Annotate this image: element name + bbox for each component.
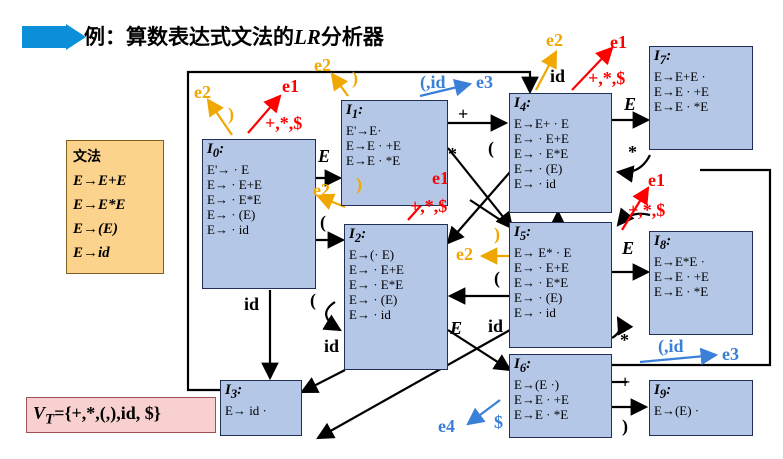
label-E: E (624, 94, 637, 114)
label-lparen: ( (310, 290, 316, 310)
edge-i2-i3 (300, 369, 346, 394)
label-id: id (324, 336, 340, 356)
label-e1: e1 (610, 32, 627, 52)
label-rparen: ) (352, 68, 358, 88)
label-rparen: ) (494, 224, 500, 244)
label-star: * (620, 330, 629, 350)
edge-loop-top (186, 70, 539, 392)
label-ops: +,*,$ (410, 196, 448, 216)
error2-arrows (206, 50, 558, 265)
edge-i2-self (322, 301, 342, 332)
label-E: E (622, 238, 635, 258)
label-rparen: ) (228, 104, 234, 124)
state-i3: I3: E→ id · (220, 380, 302, 436)
label-e2: e2 (313, 180, 330, 200)
label-e3: e3 (722, 344, 739, 364)
page-title: 例：算数表达式文法的LR分析器 (84, 25, 384, 49)
grammar-rule: E→id (73, 245, 110, 261)
label-id: id (488, 316, 504, 336)
label-ops: +,*,$ (628, 200, 666, 220)
edge-i4-i2 (446, 171, 511, 245)
error3-arrows (419, 79, 719, 426)
edge-i7-i5 (615, 154, 651, 183)
edge-i2-i6 (447, 329, 512, 372)
label-rparen: ) (622, 416, 628, 436)
label-ops: +,*,$ (588, 68, 626, 88)
label-dollar: $ (494, 412, 503, 432)
label-e2: e2 (456, 244, 473, 264)
label-ops: +,*,$ (265, 113, 303, 133)
grammar-heading: 文法 (73, 149, 101, 165)
label-e1: e1 (282, 76, 299, 96)
edge-cross (469, 199, 509, 226)
label-e1: e1 (432, 168, 449, 188)
label-star: * (628, 142, 637, 162)
label-e2: e2 (546, 30, 563, 50)
title-arrow-icon (22, 24, 86, 50)
edge-i5-i3 (316, 329, 511, 440)
label-plus: + (620, 372, 631, 392)
label-e3: e3 (476, 72, 493, 92)
label-E: E (450, 318, 463, 338)
label-e4: e4 (438, 416, 455, 436)
label-lparen: ( (320, 212, 326, 232)
label-id: id (244, 294, 260, 314)
label-lparen: ( (494, 268, 500, 288)
label-plus: + (458, 104, 469, 124)
label-lparen-id: (,id (420, 72, 446, 92)
label-e2: e2 (194, 82, 211, 102)
label-e1: e1 (648, 170, 665, 190)
transition-arrows (186, 70, 772, 440)
label-e2: e2 (314, 55, 331, 75)
label-rparen: ) (356, 174, 362, 194)
terminal-set-box: VT={+,*,(,),id, $} (26, 397, 216, 433)
grammar-box: 文法 E→E+E E→E*E E→(E) E→id (66, 140, 164, 274)
label-id: id (550, 66, 566, 86)
label-E: E (318, 146, 331, 166)
label-lparen-id: (,id (658, 336, 684, 356)
edge-i1-i5 (447, 147, 514, 230)
grammar-rule: E→E*E (73, 197, 126, 213)
edge-loop-right (612, 168, 772, 367)
label-star: * (448, 144, 457, 164)
state-i9: I9: E→(E) · (649, 380, 753, 436)
grammar-rule: E→(E) (73, 221, 118, 237)
edge-i6-i5 (611, 316, 634, 339)
label-lparen: ( (488, 138, 494, 158)
grammar-rule: E→E+E (73, 173, 127, 189)
